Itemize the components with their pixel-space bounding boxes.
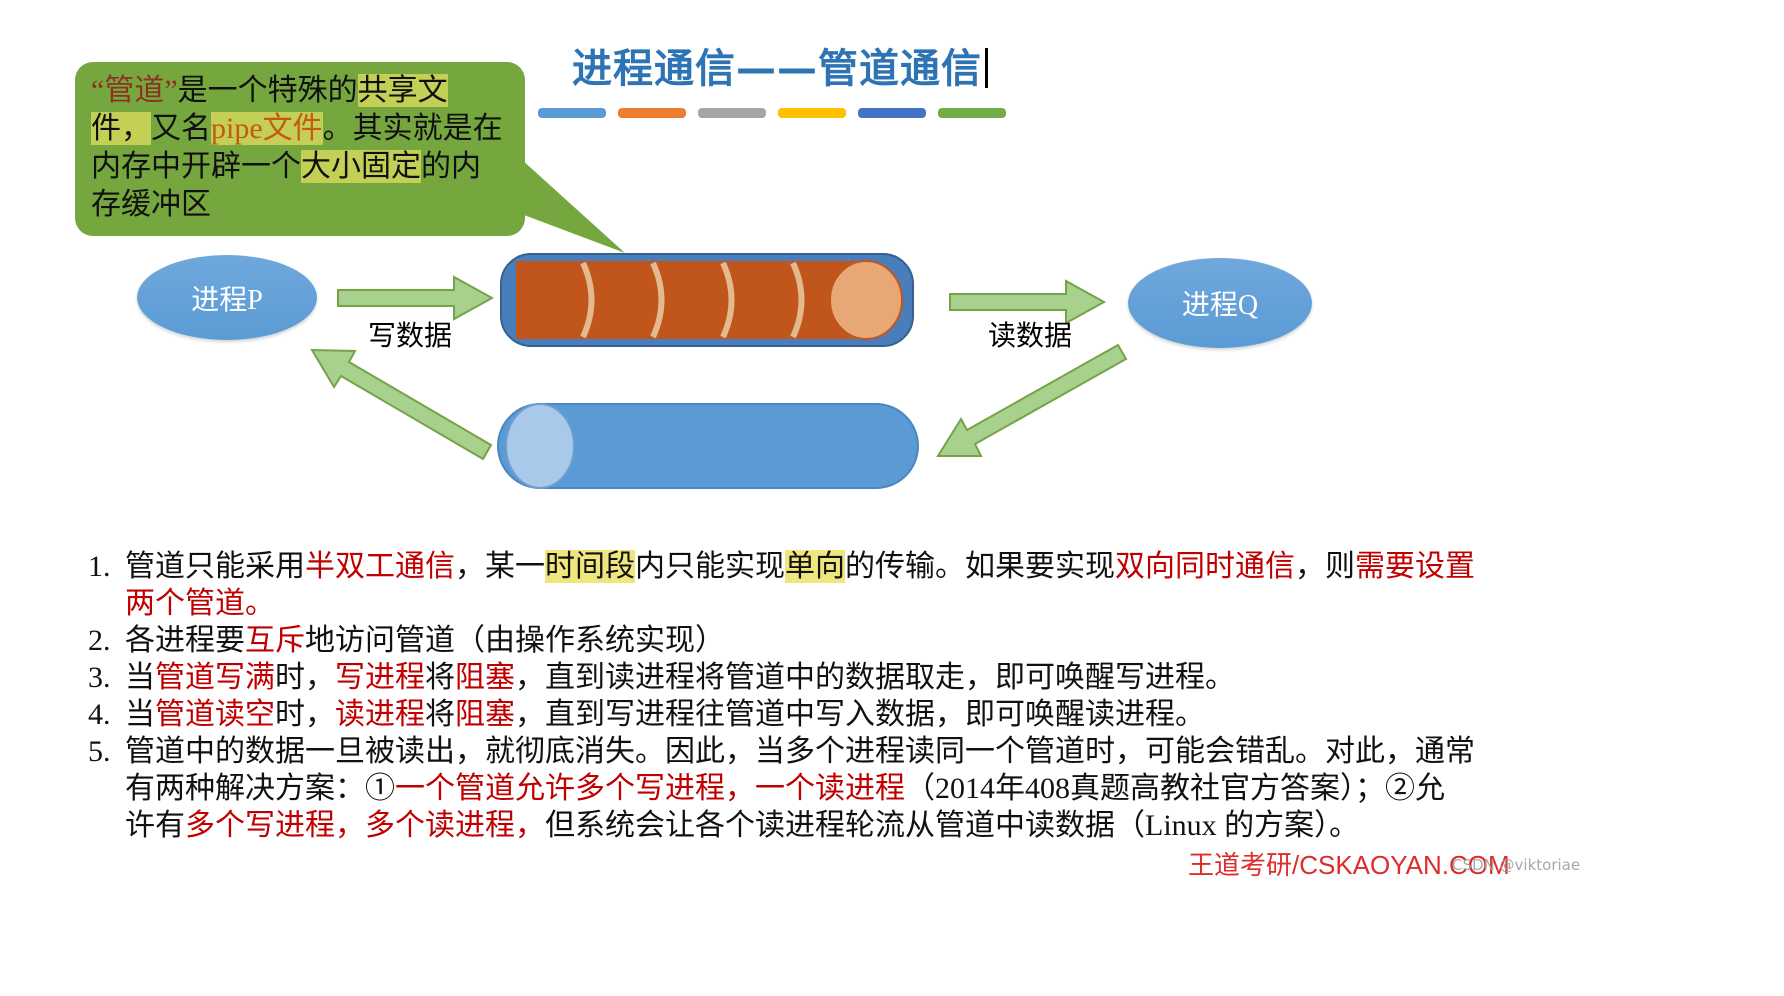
- pipe-definition-callout: “管道”是一个特殊的共享文 件，又名pipe文件。其实就是在 内存中开辟一个大小…: [75, 62, 525, 236]
- note-number: 1.: [88, 550, 111, 583]
- accent-bar: [938, 108, 1006, 118]
- note-text: 当管道读空时，读进程将阻塞，直到写进程往管道中写入数据，即可唤醒读进程。: [125, 698, 1205, 731]
- note-number: 3.: [88, 661, 111, 694]
- write-data-label: 写数据: [368, 321, 453, 352]
- note-item-1: 1. 管道只能采用半双工通信，某一时间段内只能实现单向的传输。如果要实现双向同时…: [88, 548, 1688, 622]
- notes-list: 1. 管道只能采用半双工通信，某一时间段内只能实现单向的传输。如果要实现双向同时…: [88, 548, 1688, 844]
- brand-footer: 王道考研/CSKAOYAN.COM: [1188, 850, 1510, 880]
- reverse-read-arrow: [310, 348, 493, 461]
- text-cursor: [985, 48, 988, 88]
- accent-bar: [858, 108, 926, 118]
- accent-bar: [778, 108, 846, 118]
- note-text: 当管道写满时，写进程将阻塞，直到读进程将管道中的数据取走，即可唤醒写进程。: [125, 661, 1235, 694]
- page-title: 进程通信——管道通信: [0, 36, 1560, 94]
- process-q-node: 进程Q: [1128, 258, 1312, 348]
- note-text: 管道中的数据一旦被读出，就彻底消失。因此，当多个进程读同一个管道时，可能会错乱。…: [125, 735, 1475, 842]
- note-text: 各进程要互斥地访问管道（由操作系统实现）: [125, 624, 725, 657]
- process-p-label: 进程P: [191, 284, 263, 316]
- accent-bar: [538, 108, 606, 118]
- note-number: 4.: [88, 698, 111, 731]
- note-item-4: 4. 当管道读空时，读进程将阻塞，直到写进程往管道中写入数据，即可唤醒读进程。: [88, 696, 1688, 733]
- process-p-node: 进程P: [137, 255, 317, 340]
- pipe-body: [516, 261, 866, 339]
- note-number: 2.: [88, 624, 111, 657]
- buffer-cylinder: [497, 403, 919, 489]
- watermark: CSDN @viktoriae: [1452, 856, 1581, 874]
- write-arrow: [337, 275, 495, 321]
- note-item-2: 2. 各进程要互斥地访问管道（由操作系统实现）: [88, 622, 1688, 659]
- reverse-write-arrow: [936, 343, 1128, 457]
- callout-tail: [500, 140, 625, 253]
- pipe-divider: [720, 261, 735, 339]
- pipe-divider: [790, 261, 805, 339]
- note-item-3: 3. 当管道写满时，写进程将阻塞，直到读进程将管道中的数据取走，即可唤醒写进程。: [88, 659, 1688, 696]
- pipe-divider: [580, 261, 595, 339]
- note-item-5: 5. 管道中的数据一旦被读出，就彻底消失。因此，当多个进程读同一个管道时，可能会…: [88, 733, 1688, 844]
- accent-bar: [618, 108, 686, 118]
- accent-bar: [698, 108, 766, 118]
- buffer-cylinder-end: [505, 403, 575, 489]
- accent-bars: [538, 108, 1006, 118]
- note-number: 5.: [88, 735, 111, 768]
- note-text: 管道只能采用半双工通信，某一时间段内只能实现单向的传输。如果要实现双向同时通信，…: [125, 550, 1475, 620]
- read-arrow: [949, 279, 1107, 325]
- process-q-label: 进程Q: [1181, 290, 1259, 321]
- page-title-text: 进程通信——管道通信: [572, 46, 982, 92]
- pipe-divider: [650, 261, 665, 339]
- read-data-label: 读数据: [988, 321, 1073, 352]
- pipe-open-end: [829, 260, 903, 340]
